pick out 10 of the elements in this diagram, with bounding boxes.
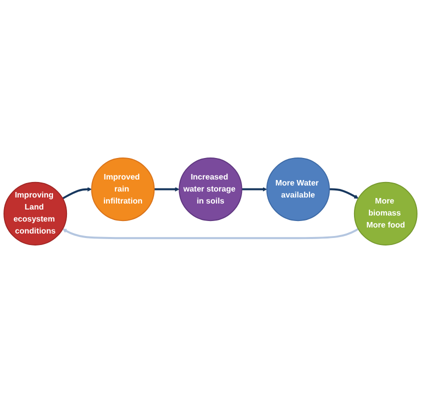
node-circle: More Water available (266, 158, 330, 222)
node-circle: More biomass More food (354, 182, 418, 246)
arrow (242, 187, 268, 192)
node-circle: Improving Land ecosystem conditions (4, 182, 68, 246)
arrow (329, 188, 359, 199)
node-circle: Improved rain infiltration (91, 158, 155, 222)
arrow (154, 187, 180, 192)
arrow (62, 228, 359, 240)
arrow (62, 187, 92, 200)
node-circle: Increased water storage in soils (178, 158, 242, 222)
